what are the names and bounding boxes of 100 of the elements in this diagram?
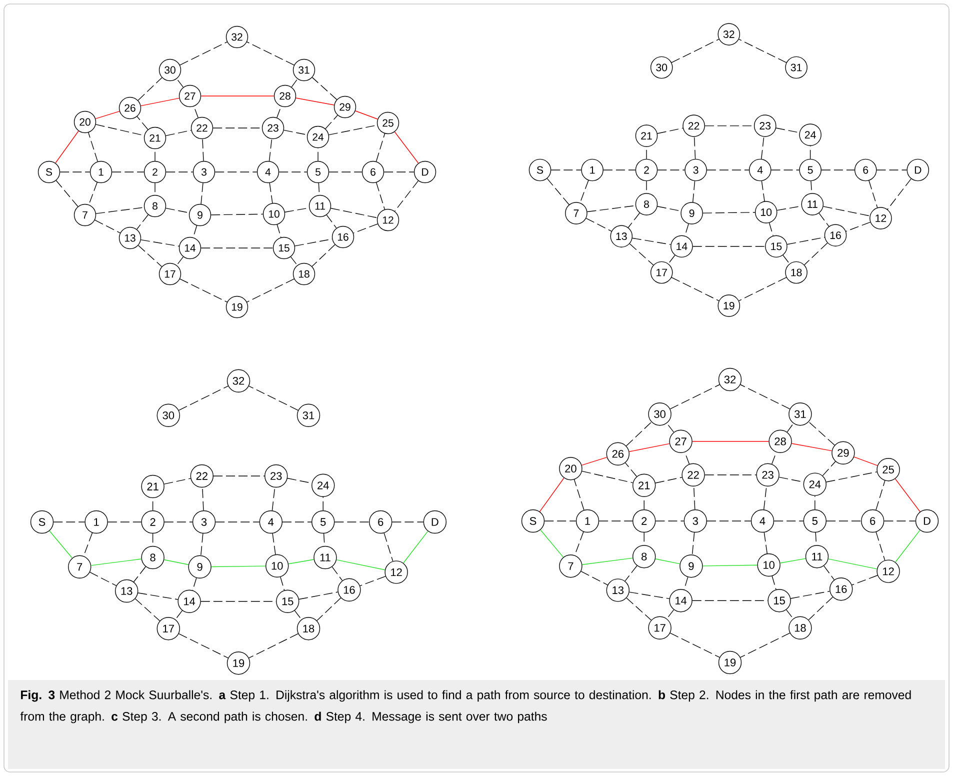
edge-line	[539, 478, 564, 512]
edge-line	[276, 106, 282, 118]
edge-line	[360, 576, 386, 586]
edge-line	[164, 559, 189, 565]
edge-line	[296, 98, 334, 106]
edge-line	[818, 212, 830, 227]
edge-line	[178, 633, 228, 658]
edge-line	[738, 277, 787, 302]
edge-line	[776, 128, 800, 133]
edge-line	[353, 224, 378, 234]
edge-line	[544, 520, 576, 522]
edge-line	[580, 180, 589, 204]
edge-line	[330, 208, 378, 218]
edge-line	[692, 532, 695, 555]
edge-line	[316, 598, 342, 621]
edge-line	[852, 575, 878, 586]
edge-line	[626, 422, 652, 446]
edge-line	[540, 530, 564, 558]
edge-line	[668, 254, 676, 264]
edge-line	[140, 98, 180, 106]
edge-line	[211, 566, 266, 568]
edge-line	[655, 520, 684, 522]
edge-line	[670, 632, 720, 658]
edge-line	[581, 457, 608, 466]
edge-line	[95, 110, 120, 120]
edge-line	[574, 479, 584, 510]
edge-line	[268, 138, 272, 162]
edge-line	[810, 146, 811, 160]
edge-line	[692, 246, 766, 247]
edge-line	[180, 278, 228, 302]
edge-line	[808, 596, 834, 620]
edge-line	[702, 212, 756, 214]
edge-line	[322, 496, 324, 511]
edge-line	[828, 558, 878, 570]
edge-line	[312, 77, 338, 100]
edge-line	[376, 182, 386, 210]
edge-line	[312, 244, 336, 267]
edge-line	[657, 206, 682, 212]
edge-line	[738, 38, 787, 63]
edge-line	[655, 476, 682, 484]
edge-line	[598, 520, 633, 522]
edge-line	[133, 566, 146, 582]
edge-line	[692, 441, 770, 442]
edge-line	[706, 520, 752, 522]
edge-line	[49, 530, 72, 558]
edge-line	[88, 182, 98, 205]
edge-line	[786, 609, 794, 620]
edge-line	[202, 138, 204, 162]
edge-line	[624, 462, 638, 477]
edge-line	[376, 133, 386, 162]
edge-line	[666, 422, 674, 433]
edge-line	[272, 487, 276, 511]
edge-line	[854, 456, 878, 466]
caption: Fig. 3 Method 2 Mock Suurballe's. a Step 1. Dijkstra's algorithm is used to find a path from source to destination. b Step 2. Nodes in the first path are removed from the graph. c Step 3. A second path is chosen. d Step 4. Message is sent over two paths	[8, 680, 945, 769]
edge-line	[626, 598, 652, 620]
edge-line	[824, 566, 835, 580]
edge-line	[671, 277, 720, 302]
edge-line	[786, 237, 825, 245]
edge-line	[782, 254, 790, 264]
edge-line	[884, 520, 916, 522]
edge-line	[384, 532, 394, 562]
edge-line	[692, 180, 696, 202]
edge-line	[894, 478, 920, 512]
edge-line	[355, 110, 378, 120]
edge-line	[248, 386, 298, 411]
edge-line	[394, 132, 419, 164]
edge-line	[176, 78, 184, 88]
edge-line	[294, 610, 302, 620]
edge-line	[248, 633, 298, 658]
edge-line	[580, 571, 608, 586]
edge-line	[772, 576, 776, 590]
edge-line	[826, 472, 878, 482]
edge-line	[178, 386, 228, 411]
edge-line	[194, 106, 198, 118]
edge-line	[96, 207, 144, 214]
edge-line	[336, 560, 386, 570]
edge-line	[332, 566, 343, 581]
edge-line	[210, 214, 264, 216]
edge-line	[134, 598, 160, 622]
edge-line	[632, 238, 672, 245]
edge-line	[246, 278, 294, 302]
edge-line	[628, 212, 640, 228]
edge-line	[822, 461, 836, 476]
edge-line	[693, 486, 696, 510]
edge-line	[740, 384, 790, 410]
edge-line	[328, 124, 378, 136]
edge-line	[140, 239, 180, 247]
edge-line	[200, 182, 204, 204]
edge-line	[192, 578, 197, 591]
edge-line	[887, 178, 912, 210]
edge-line	[774, 520, 804, 522]
edge-line	[895, 530, 920, 562]
edge-line	[138, 592, 178, 600]
edge-line	[138, 77, 162, 101]
edge-line	[298, 592, 338, 600]
edge-line	[202, 487, 204, 511]
edge-line	[764, 532, 768, 554]
edge-line	[761, 180, 765, 202]
edge-line	[90, 572, 117, 586]
edge-line	[786, 423, 794, 432]
